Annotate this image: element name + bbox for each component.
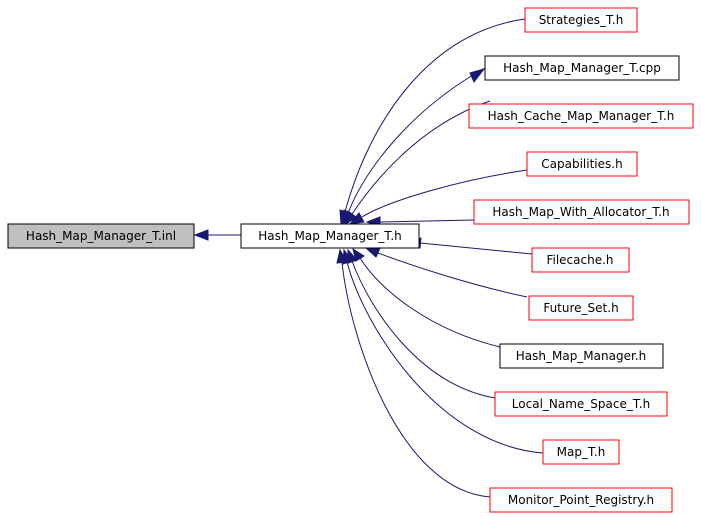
node-monitor-point-registry-h[interactable]: Monitor_Point_Registry.h	[489, 487, 673, 513]
node-future-set-h[interactable]: Future_Set.h	[528, 295, 634, 321]
node-local-name-space-t-h[interactable]: Local_Name_Space_T.h	[494, 391, 668, 417]
node-capabilities-h-label[interactable]: Capabilities.h	[541, 157, 622, 171]
node-filecache-h[interactable]: Filecache.h	[531, 247, 630, 273]
node-hash-map-manager-h[interactable]: Hash_Map_Manager.h	[499, 343, 664, 369]
node-map-t-h[interactable]: Map_T.h	[542, 439, 620, 465]
node-hash-cache-map-manager-t-h-label[interactable]: Hash_Cache_Map_Manager_T.h	[488, 109, 675, 123]
node-local-name-space-t-h-label[interactable]: Local_Name_Space_T.h	[512, 397, 650, 411]
node-hash-map-manager-t-cpp[interactable]: Hash_Map_Manager_T.cpp	[484, 55, 680, 81]
edge-future-set-to-center	[364, 247, 528, 298]
node-root-label: Hash_Map_Manager_T.inl	[26, 229, 176, 243]
node-monitor-point-registry-h-label[interactable]: Monitor_Point_Registry.h	[508, 493, 654, 507]
node-center-label[interactable]: Hash_Map_Manager_T.h	[258, 229, 401, 243]
edges	[193, 18, 544, 498]
node-hash-map-manager-h-label[interactable]: Hash_Map_Manager.h	[516, 349, 646, 363]
node-center[interactable]: Hash_Map_Manager_T.h	[240, 223, 420, 249]
node-map-t-h-label[interactable]: Map_T.h	[557, 445, 606, 459]
node-future-set-h-label[interactable]: Future_Set.h	[543, 301, 618, 315]
node-filecache-h-label[interactable]: Filecache.h	[546, 253, 613, 267]
node-strategies-t-h-label[interactable]: Strategies_T.h	[539, 13, 624, 27]
node-hash-map-with-allocator-t-h-label[interactable]: Hash_Map_With_Allocator_T.h	[492, 205, 669, 219]
edge-filecache-to-center	[405, 237, 533, 255]
node-root: Hash_Map_Manager_T.inl	[7, 223, 195, 249]
nodes: Hash_Map_Manager_T.inl Hash_Map_Manager_…	[7, 7, 694, 513]
node-strategies-t-h[interactable]: Strategies_T.h	[524, 7, 638, 33]
edge-hash-cache-map-manager-to-center	[344, 100, 491, 227]
node-hash-map-manager-t-cpp-label[interactable]: Hash_Map_Manager_T.cpp	[503, 61, 661, 75]
edge-center-to-root	[193, 229, 241, 241]
edge-hash-map-manager-h-to-center	[352, 247, 501, 348]
edge-capabilities-to-center	[348, 169, 528, 225]
node-hash-cache-map-manager-t-h[interactable]: Hash_Cache_Map_Manager_T.h	[468, 103, 694, 129]
node-hash-map-with-allocator-t-h[interactable]: Hash_Map_With_Allocator_T.h	[473, 199, 690, 225]
edge-monitor-point-registry-to-center	[336, 248, 491, 498]
edge-hash-map-manager-t-cpp-to-center	[342, 67, 486, 226]
node-capabilities-h[interactable]: Capabilities.h	[526, 151, 638, 177]
